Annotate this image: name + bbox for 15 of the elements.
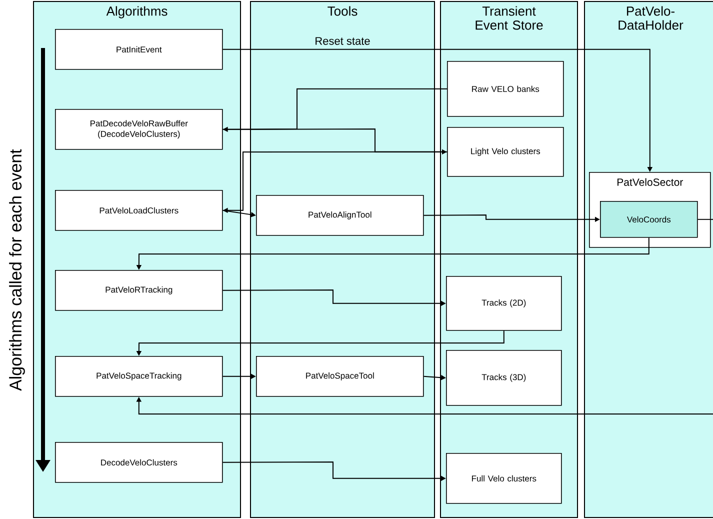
process-box: Light Velo clusters xyxy=(447,127,564,177)
process-box: Raw VELO banks xyxy=(447,61,564,117)
process-box: VeloCoords xyxy=(600,201,698,238)
process-box: Full Velo clusters xyxy=(446,453,562,504)
process-box: Tracks (3D) xyxy=(446,350,562,406)
process-box: PatDecodeVeloRawBuffer (DecodeVeloClusters) xyxy=(55,109,223,150)
process-box: PatVeloSpaceTracking xyxy=(55,356,223,397)
process-box: PatVeloAlignTool xyxy=(256,195,424,236)
process-box: Tracks (2D) xyxy=(446,276,562,331)
process-box: PatVeloRTracking xyxy=(55,270,223,311)
process-box: PatVeloLoadClusters xyxy=(55,190,223,231)
process-box: PatVeloSpaceTool xyxy=(256,356,424,397)
vertical-label: Algorithms called for each event xyxy=(9,149,25,391)
process-box: DecodeVeloClusters xyxy=(55,442,223,483)
process-box: PatInitEvent xyxy=(55,29,223,70)
